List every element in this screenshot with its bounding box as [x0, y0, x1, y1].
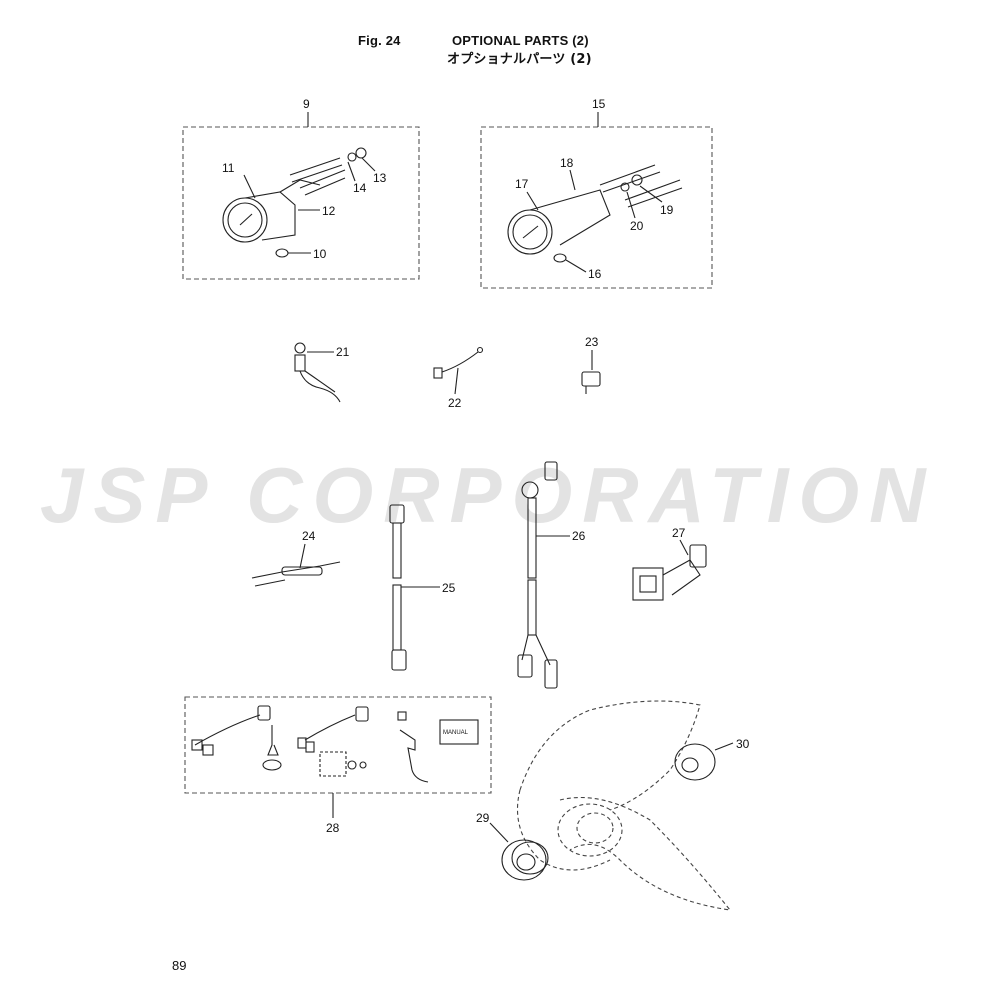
callout-17: 17	[515, 177, 529, 191]
washer-14	[347, 152, 357, 162]
callout-13: 13	[373, 171, 387, 185]
callout-19: 19	[660, 203, 674, 217]
callout-30: 30	[736, 737, 750, 751]
nut-13	[355, 147, 367, 159]
propeller-illustration	[516, 700, 732, 911]
callout-15: 15	[592, 97, 606, 111]
thrust-washer-29	[501, 839, 549, 881]
callout-20: 20	[630, 219, 644, 233]
washer-20	[620, 182, 630, 192]
callout-12: 12	[322, 204, 336, 218]
gauge-meter-11	[222, 179, 321, 243]
kit-28	[191, 705, 479, 783]
page-title: OPTIONAL PARTS (2)	[452, 33, 589, 48]
callout-11: 11	[222, 161, 235, 175]
group-box-9	[182, 126, 420, 280]
callout-10: 10	[313, 247, 327, 261]
bulb-10	[275, 248, 289, 258]
callout-26: 26	[572, 529, 586, 543]
callout-21: 21	[336, 345, 350, 359]
gauge-meter-17	[507, 189, 611, 255]
switch-21	[294, 342, 341, 403]
wire-harness-18	[599, 164, 683, 208]
callout-14: 14	[353, 181, 367, 195]
lead-wire-22	[433, 346, 484, 379]
callout-24: 24	[302, 529, 316, 543]
page-number: 89	[172, 958, 187, 973]
callout-28: 28	[326, 821, 340, 835]
watermark: JSP CORPORATION	[40, 451, 936, 539]
main-harness-26	[517, 461, 558, 689]
resistor-24	[251, 561, 341, 587]
callout-23: 23	[585, 335, 599, 349]
extension-cable-25	[389, 504, 407, 671]
callout-9: 9	[303, 97, 310, 111]
callout-29: 29	[476, 811, 490, 825]
figure-label: Fig. 24	[358, 33, 401, 48]
callout-16: 16	[588, 267, 602, 281]
page-title-japanese: オプショナルパーツ (2)	[447, 52, 592, 67]
wire-harness-12	[289, 157, 346, 196]
group-box-28	[184, 696, 492, 794]
group-box-15	[480, 126, 713, 289]
callout-18: 18	[560, 156, 574, 170]
callout-25: 25	[442, 581, 456, 595]
callout-27: 27	[672, 526, 686, 540]
bulb-16	[553, 253, 567, 263]
nut-19	[631, 174, 643, 186]
spacer-30	[674, 743, 716, 781]
panel-connector-27	[632, 544, 707, 601]
callout-22: 22	[448, 396, 462, 410]
spacer-23	[581, 371, 601, 394]
manual-label: MANUAL	[443, 730, 469, 736]
